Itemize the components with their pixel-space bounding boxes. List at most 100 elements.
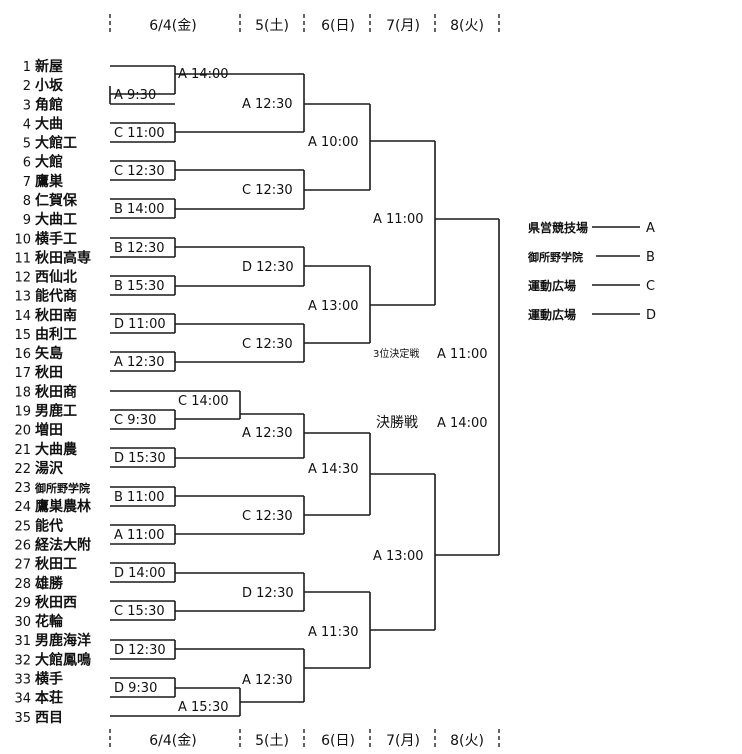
team-number: 24 — [14, 500, 31, 515]
team-name: 男鹿海洋 — [35, 632, 91, 649]
team-number: 32 — [14, 653, 31, 668]
team-name: 鷹巣 — [35, 173, 64, 190]
game-label: A 11:30 — [308, 625, 359, 640]
legend-code-c: C — [646, 279, 655, 294]
team-name: 大曲農 — [35, 441, 77, 458]
team-number: 10 — [14, 232, 31, 247]
third-place-time: A 11:00 — [437, 347, 488, 362]
game-label: C 14:00 — [178, 394, 229, 409]
game-label: D 12:30 — [114, 643, 166, 658]
team-name: 秋田南 — [35, 307, 77, 324]
game-label: B 15:30 — [114, 279, 165, 294]
team-number: 27 — [14, 558, 31, 573]
team-name: 秋田工 — [35, 556, 77, 573]
team-number: 7 — [23, 175, 31, 190]
team-number: 25 — [14, 519, 31, 534]
legend-code-b: B — [646, 250, 655, 265]
game-label: B 14:00 — [114, 202, 165, 217]
team-name: 小坂 — [35, 77, 64, 94]
bracket-lines — [109, 65, 500, 717]
team-number: 12 — [14, 271, 31, 286]
header-dates-bottom: 6/4(金) 5(土) 6(日) 7(月) 8(火) — [149, 733, 484, 749]
game-label: A 13:00 — [308, 299, 359, 314]
date-jun4: 6/4(金) — [149, 18, 196, 34]
team-name: 矢島 — [35, 345, 63, 362]
game-label: A 14:30 — [308, 462, 359, 477]
column-separators — [109, 14, 500, 749]
team-name: 大館工 — [35, 135, 77, 152]
team-name: 能代 — [35, 517, 63, 534]
team-number: 23 — [14, 481, 31, 496]
legend-venue-d: 運動広場 — [528, 307, 576, 322]
date-jun7: 7(月) — [386, 18, 420, 34]
game-label: A 12:30 — [242, 426, 293, 441]
game-label: C 9:30 — [114, 413, 156, 428]
team-name: 増田 — [35, 422, 63, 439]
game-label: C 11:00 — [114, 126, 165, 141]
team-name: 花輪 — [35, 613, 64, 630]
team-number: 3 — [23, 98, 31, 113]
game-label: D 15:30 — [114, 451, 166, 466]
team-number: 34 — [14, 692, 31, 707]
team-number: 4 — [23, 117, 31, 132]
game-labels: A 14:00 A 9:30 C 11:00 C 12:30 B 14:00 B… — [114, 67, 488, 715]
team-number: 31 — [14, 634, 31, 649]
legend-venue-c: 運動広場 — [528, 278, 576, 293]
header-dates-top: 6/4(金) 5(土) 6(日) 7(月) 8(火) — [149, 18, 484, 34]
team-number: 6 — [23, 156, 31, 171]
game-label: A 11:00 — [114, 528, 165, 543]
third-place-label: 3位決定戦 — [373, 347, 419, 360]
game-label: D 12:30 — [242, 260, 294, 275]
team-number: 28 — [14, 577, 31, 592]
game-label: D 9:30 — [114, 681, 157, 696]
team-number: 11 — [14, 251, 31, 266]
team-name: 秋田西 — [35, 594, 77, 611]
team-number: 35 — [14, 711, 31, 726]
team-number: 2 — [23, 79, 31, 94]
team-name: 秋田商 — [35, 383, 77, 400]
team-number: 33 — [14, 673, 31, 688]
game-label: C 12:30 — [114, 164, 165, 179]
team-name: 新屋 — [35, 58, 63, 75]
team-number: 26 — [14, 539, 31, 554]
legend-code-a: A — [646, 221, 655, 236]
game-label: A 15:30 — [178, 700, 229, 715]
team-name: 御所野学院 — [34, 481, 90, 495]
date-jun8-bottom: 8(火) — [450, 733, 484, 749]
team-name: 横手工 — [35, 230, 77, 247]
date-jun8: 8(火) — [450, 18, 484, 34]
game-label: D 12:30 — [242, 586, 294, 601]
team-name: 角館 — [35, 96, 63, 113]
team-name: 鷹巣農林 — [35, 498, 91, 515]
team-number: 14 — [14, 309, 31, 324]
team-number: 5 — [23, 137, 31, 152]
final-label: 決勝戦 — [376, 415, 418, 431]
team-name: 能代商 — [35, 288, 77, 305]
date-jun5: 5(土) — [255, 18, 289, 34]
final-time: A 14:00 — [437, 416, 488, 431]
team-name: 秋田高専 — [35, 249, 91, 266]
team-number: 30 — [14, 615, 31, 630]
game-label: D 11:00 — [114, 317, 166, 332]
game-label: B 11:00 — [114, 490, 165, 505]
team-number: 29 — [14, 596, 31, 611]
game-label: A 12:30 — [242, 673, 293, 688]
team-number: 21 — [14, 443, 31, 458]
date-jun6-bottom: 6(日) — [321, 733, 355, 749]
team-name: 由利工 — [35, 326, 77, 343]
legend-venue-b: 御所野学院 — [527, 250, 583, 264]
date-jun7-bottom: 7(月) — [386, 733, 420, 749]
game-label: D 14:00 — [114, 566, 166, 581]
team-name: 経法大附 — [35, 537, 91, 554]
team-name: 男鹿工 — [35, 403, 77, 420]
team-name: 本荘 — [35, 690, 63, 707]
team-name: 湯沢 — [35, 460, 64, 477]
date-jun6: 6(日) — [321, 18, 355, 34]
legend-venue-a: 県営競技場 — [528, 220, 588, 235]
game-label: A 10:00 — [308, 135, 359, 150]
team-name: 大館鳳鳴 — [35, 651, 91, 668]
team-name: 秋田 — [35, 364, 63, 381]
date-jun4-bottom: 6/4(金) — [149, 733, 196, 749]
team-name: 西目 — [35, 710, 63, 726]
